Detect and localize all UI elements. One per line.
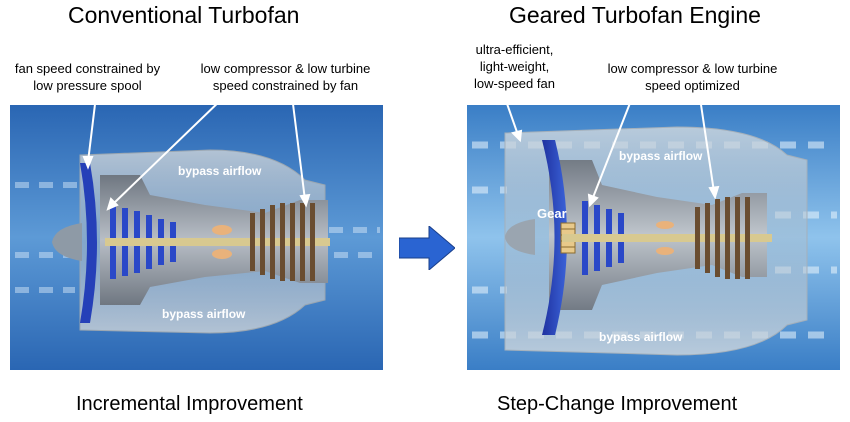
- left-fan-note-line1: fan speed constrained by: [14, 61, 161, 76]
- right-fan-note-line1: ultra-efficient,: [475, 42, 554, 57]
- right-spinner: [505, 219, 535, 255]
- right-compressor-note-line2: speed optimized: [645, 78, 740, 93]
- right-title: Geared Turbofan Engine: [509, 2, 761, 28]
- left-caption: Incremental Improvement: [76, 393, 303, 415]
- gear-label: Gear: [537, 206, 567, 221]
- right-bypass-top-label: bypass airflow: [619, 149, 703, 163]
- right-arrow-icon: [399, 226, 455, 270]
- left-spinner: [52, 223, 82, 261]
- right-compressor-note: low compressor & low turbine speed optim…: [590, 60, 795, 94]
- left-compressor-note: low compressor & low turbine speed const…: [183, 60, 388, 94]
- right-caption: Step-Change Improvement: [497, 393, 738, 415]
- left-bypass-top-label: bypass airflow: [178, 164, 262, 178]
- right-bypass-bottom-label: bypass airflow: [599, 330, 683, 344]
- geared-turbofan-diagram: Gear bypass airflow bypass airflow: [467, 105, 840, 370]
- left-fan-note-line2: low pressure spool: [33, 78, 142, 93]
- right-fan-note: ultra-efficient, light-weight, low-speed…: [462, 41, 567, 92]
- left-fan: [80, 163, 97, 323]
- right-fan-note-line3: low-speed fan: [474, 76, 555, 91]
- left-bypass-bottom-label: bypass airflow: [162, 307, 246, 321]
- conventional-turbofan-diagram: bypass airflow bypass airflow: [10, 105, 383, 370]
- right-fan: [542, 140, 567, 335]
- left-shaft: [105, 238, 330, 246]
- left-title: Conventional Turbofan: [68, 2, 300, 28]
- left-compressor-note-line1: low compressor & low turbine: [200, 61, 371, 76]
- left-compressor-note-line2: speed constrained by fan: [212, 78, 359, 93]
- left-fan-note: fan speed constrained by low pressure sp…: [0, 60, 175, 94]
- right-shaft: [562, 234, 772, 242]
- right-compressor-note-line1: low compressor & low turbine: [607, 61, 778, 76]
- right-fan-note-line2: light-weight,: [479, 59, 550, 74]
